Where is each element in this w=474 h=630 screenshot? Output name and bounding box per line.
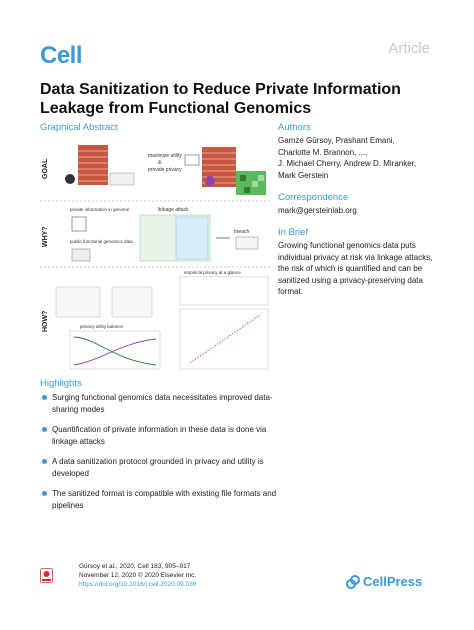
article-title: Data Sanitization to Reduce Private Info…: [40, 81, 401, 117]
authors-heading: Authors: [278, 122, 311, 133]
attacker-icon: [65, 174, 75, 184]
linkage-subpanel: [175, 216, 209, 260]
privacy-table: [179, 276, 269, 306]
highlight-item: A data sanitization protocol grounded in…: [40, 456, 290, 479]
privacy-utility-label: privacy-utility balance: [80, 324, 124, 329]
row-label-how: HOW?: [42, 311, 49, 332]
doi-link[interactable]: https://doi.org/10.1016/j.cell.2020.09.0…: [79, 581, 197, 588]
privacy-curve: [73, 338, 157, 366]
computer-icon: [184, 154, 200, 166]
citation-line: Gürsoy et al., 2020, Cell 183, 905–917: [79, 563, 191, 570]
scatter-diagonal: [189, 314, 261, 364]
utility-curve: [73, 336, 157, 366]
genome-icon: [71, 216, 87, 232]
empirical-privacy-label: empirical privacy at a glance: [184, 270, 241, 275]
cellpress-logo-icon: [346, 575, 360, 589]
private-info-label: private information in genome: [70, 207, 130, 212]
author-line: J. Michael Cherry, Andrew D. Miranker,: [278, 159, 417, 168]
check-for-updates-icon[interactable]: [40, 568, 53, 583]
graphical-abstract: GOAL WHY? HOW? maximize utility & provid…: [40, 137, 272, 371]
highlight-item: Quantification of private information in…: [40, 424, 290, 447]
breach-table: [235, 236, 259, 250]
correspondence-email[interactable]: mark@gersteinlab.org: [278, 206, 357, 215]
in-brief-heading: In Brief: [278, 227, 309, 238]
scatter-panel: [179, 308, 269, 370]
in-brief-text: Growing functional genomics data puts in…: [278, 241, 433, 296]
row-label-goal: GOAL: [42, 158, 49, 179]
author-line: Charlotte M. Brannon, ...,: [278, 147, 368, 157]
authors-list: Gamze Gürsoy, Prashant Emani, Charlotte …: [278, 135, 448, 181]
highlight-item: Surging functional genomics data necessi…: [40, 392, 290, 415]
author-line: Mark Gerstein: [278, 170, 329, 180]
graphical-abstract-figure: GOAL WHY? HOW? maximize utility & provid…: [40, 145, 272, 370]
journal-logo: Cell: [40, 42, 83, 69]
provide-privacy-label: provide privacy: [148, 167, 182, 173]
linkage-attack-label: linkage attack: [158, 207, 189, 213]
graphical-abstract-heading: Graphical Abstract: [40, 122, 118, 133]
publisher-logo: CellPress: [363, 574, 423, 589]
files-icon: [71, 248, 91, 262]
ampersand-label: &: [158, 160, 162, 166]
citation-date: November 12, 2020 © 2020 Elsevier Inc.: [79, 572, 197, 579]
researcher-icon: [205, 176, 215, 186]
maximize-utility-label: maximize utility: [148, 153, 182, 159]
breach-label: breach: [234, 229, 250, 235]
highlights-list: Surging functional genomics data necessi…: [40, 392, 290, 520]
brick-wall-left: [78, 145, 108, 185]
read-panel-left: [55, 286, 101, 318]
correspondence-heading: Correspondence: [278, 192, 349, 203]
citation-block: Gürsoy et al., 2020, Cell 183, 905–917 N…: [79, 562, 196, 589]
row-label-why: WHY?: [42, 226, 49, 247]
document-icon: [109, 172, 135, 186]
heatmap-icon: [236, 171, 266, 195]
highlights-heading: Highlights: [40, 378, 82, 389]
read-panel-right: [111, 286, 153, 318]
public-data-label: public functional genomics data: [70, 239, 133, 244]
article-type-label: Article: [388, 40, 430, 57]
highlight-item: The sanitized format is compatible with …: [40, 488, 290, 511]
author-line: Gamze Gürsoy, Prashant Emani,: [278, 136, 395, 145]
